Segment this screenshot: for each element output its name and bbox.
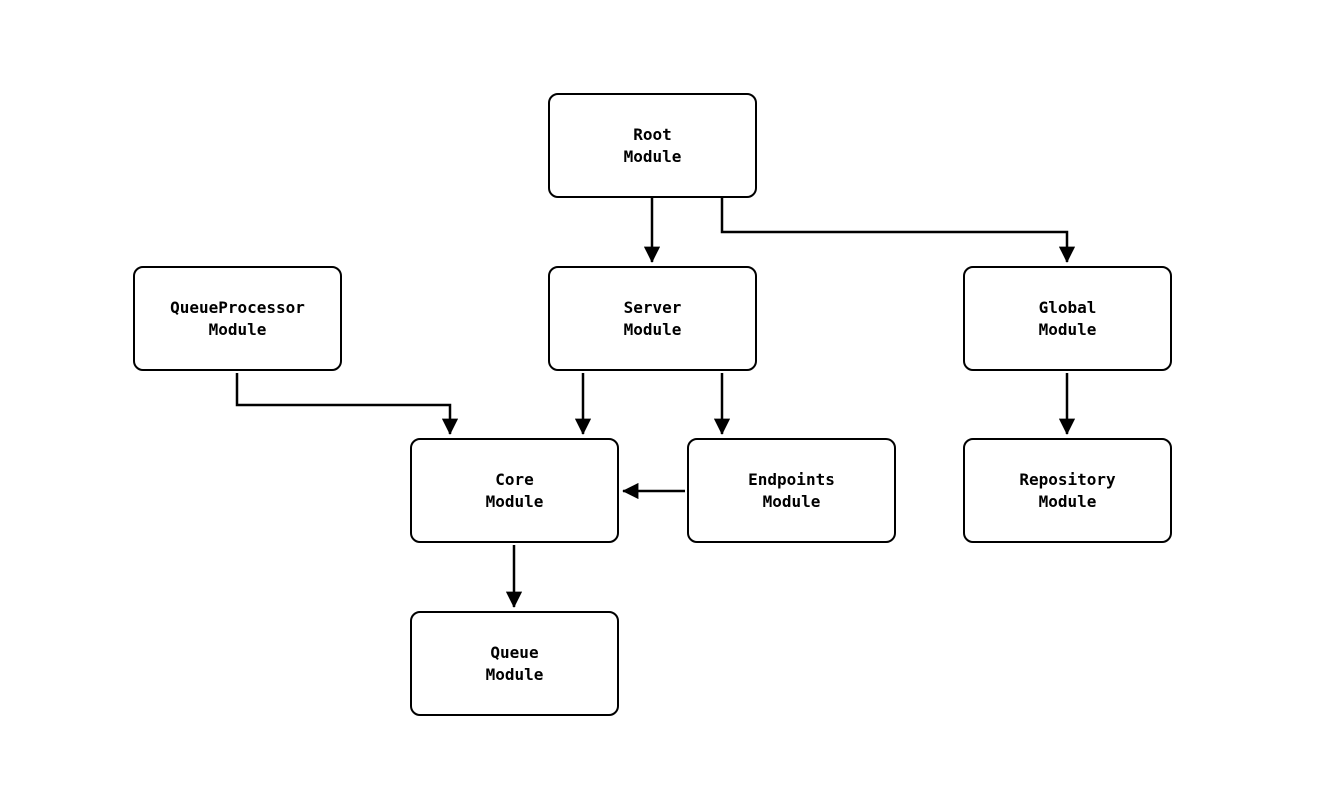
edge-queueprocessor-to-core xyxy=(235,373,459,435)
edge-root-to-global xyxy=(720,198,1076,263)
node-root-module: Root Module xyxy=(548,93,757,198)
node-repository-module: Repository Module xyxy=(963,438,1172,543)
node-queueprocessor-module: QueueProcessor Module xyxy=(133,266,342,371)
node-endpoints-module-name: Endpoints xyxy=(748,469,835,489)
node-repository-module-name: Repository xyxy=(1019,469,1116,489)
node-endpoints-module: Endpoints Module xyxy=(687,438,896,543)
node-queue-module: Queue Module xyxy=(410,611,619,716)
node-core-module-suffix: Module xyxy=(485,491,544,511)
node-root-module-name: Root xyxy=(633,124,672,144)
node-global-module-suffix: Module xyxy=(1038,319,1097,339)
node-repository-module-suffix: Module xyxy=(1038,491,1097,511)
node-queue-module-suffix: Module xyxy=(485,664,544,684)
node-endpoints-module-suffix: Module xyxy=(762,491,821,511)
node-core-module-name: Core xyxy=(495,469,534,489)
node-queueprocessor-module-suffix: Module xyxy=(208,319,267,339)
node-server-module-name: Server xyxy=(623,297,682,317)
node-server-module-suffix: Module xyxy=(623,319,682,339)
node-server-module: Server Module xyxy=(548,266,757,371)
node-global-module-name: Global xyxy=(1038,297,1097,317)
node-queue-module-name: Queue xyxy=(490,642,539,662)
node-global-module: Global Module xyxy=(963,266,1172,371)
node-queueprocessor-module-name: QueueProcessor xyxy=(170,297,305,317)
node-root-module-suffix: Module xyxy=(623,146,682,166)
node-core-module: Core Module xyxy=(410,438,619,543)
